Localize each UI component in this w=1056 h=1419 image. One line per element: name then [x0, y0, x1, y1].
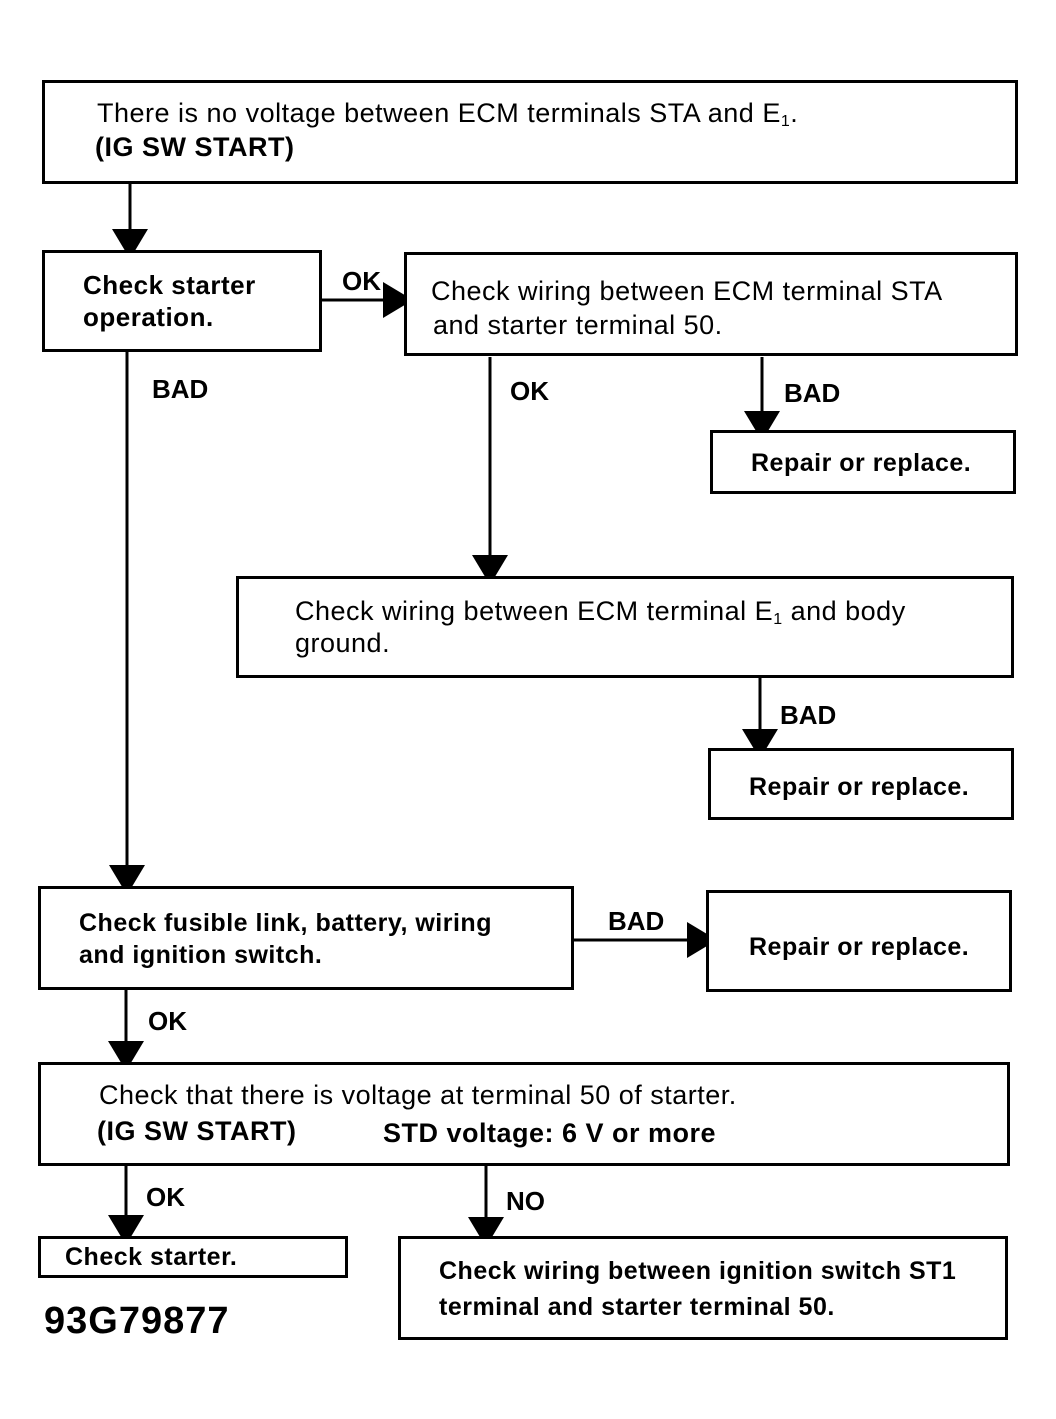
label-bad-wiring-e1: BAD	[780, 700, 837, 730]
fusible-line2: and ignition switch.	[79, 941, 323, 969]
wiring-e1-box: Check wiring between ECM terminal E1 and…	[236, 576, 1014, 678]
label-ok-wiring-sta: OK	[510, 376, 549, 406]
starter-operation-line1: Check starter	[83, 270, 256, 300]
check-starter-text: Check starter.	[65, 1243, 238, 1271]
ignition-line1: Check wiring between ignition switch ST1	[439, 1257, 957, 1285]
ignition-wiring-box: Check wiring between ignition switch ST1…	[398, 1236, 1008, 1340]
wiring-sta-line2: and starter terminal 50.	[433, 310, 723, 340]
label-no-voltage: NO	[506, 1186, 545, 1216]
label-ok-fusible: OK	[148, 1006, 187, 1036]
wiring-e1-line1: Check wiring between ECM terminal E1 and…	[295, 596, 906, 628]
voltage-line2-std: STD voltage: 6 V or more	[383, 1118, 717, 1148]
check-starter-box: Check starter.	[38, 1236, 348, 1278]
start-condition-line1: There is no voltage between ECM terminal…	[97, 98, 799, 130]
label-ok-starter-check: OK	[342, 266, 381, 296]
starter-operation-line2: operation.	[83, 302, 214, 332]
voltage-line2-condition: (IG SW START)	[97, 1116, 297, 1146]
voltage-line1: Check that there is voltage at terminal …	[99, 1080, 737, 1110]
start-condition-box: There is no voltage between ECM terminal…	[42, 80, 1018, 184]
ignition-line2: terminal and starter terminal 50.	[439, 1293, 835, 1321]
label-bad-fusible: BAD	[608, 906, 665, 936]
label-ok-voltage: OK	[146, 1182, 185, 1212]
repair-box-3: Repair or replace.	[706, 890, 1012, 992]
repair-1-text: Repair or replace.	[751, 449, 972, 477]
voltage-check-box: Check that there is voltage at terminal …	[38, 1062, 1010, 1166]
repair-box-1: Repair or replace.	[710, 430, 1016, 494]
label-bad-starter-check: BAD	[152, 374, 209, 404]
wiring-sta-line1: Check wiring between ECM terminal STA	[431, 276, 943, 306]
figure-code: 93G79877	[44, 1300, 230, 1342]
repair-2-text: Repair or replace.	[749, 773, 970, 801]
repair-3-text: Repair or replace.	[749, 933, 970, 961]
wiring-sta-box: Check wiring between ECM terminal STA an…	[404, 252, 1018, 356]
starter-operation-box: Check starter operation.	[42, 250, 322, 352]
label-bad-wiring-sta: BAD	[784, 378, 841, 408]
wiring-e1-line2: ground.	[295, 628, 391, 658]
start-condition-line2: (IG SW START)	[95, 132, 295, 162]
repair-box-2: Repair or replace.	[708, 748, 1014, 820]
fusible-line1: Check fusible link, battery, wiring	[79, 909, 492, 937]
fusible-link-box: Check fusible link, battery, wiring and …	[38, 886, 574, 990]
